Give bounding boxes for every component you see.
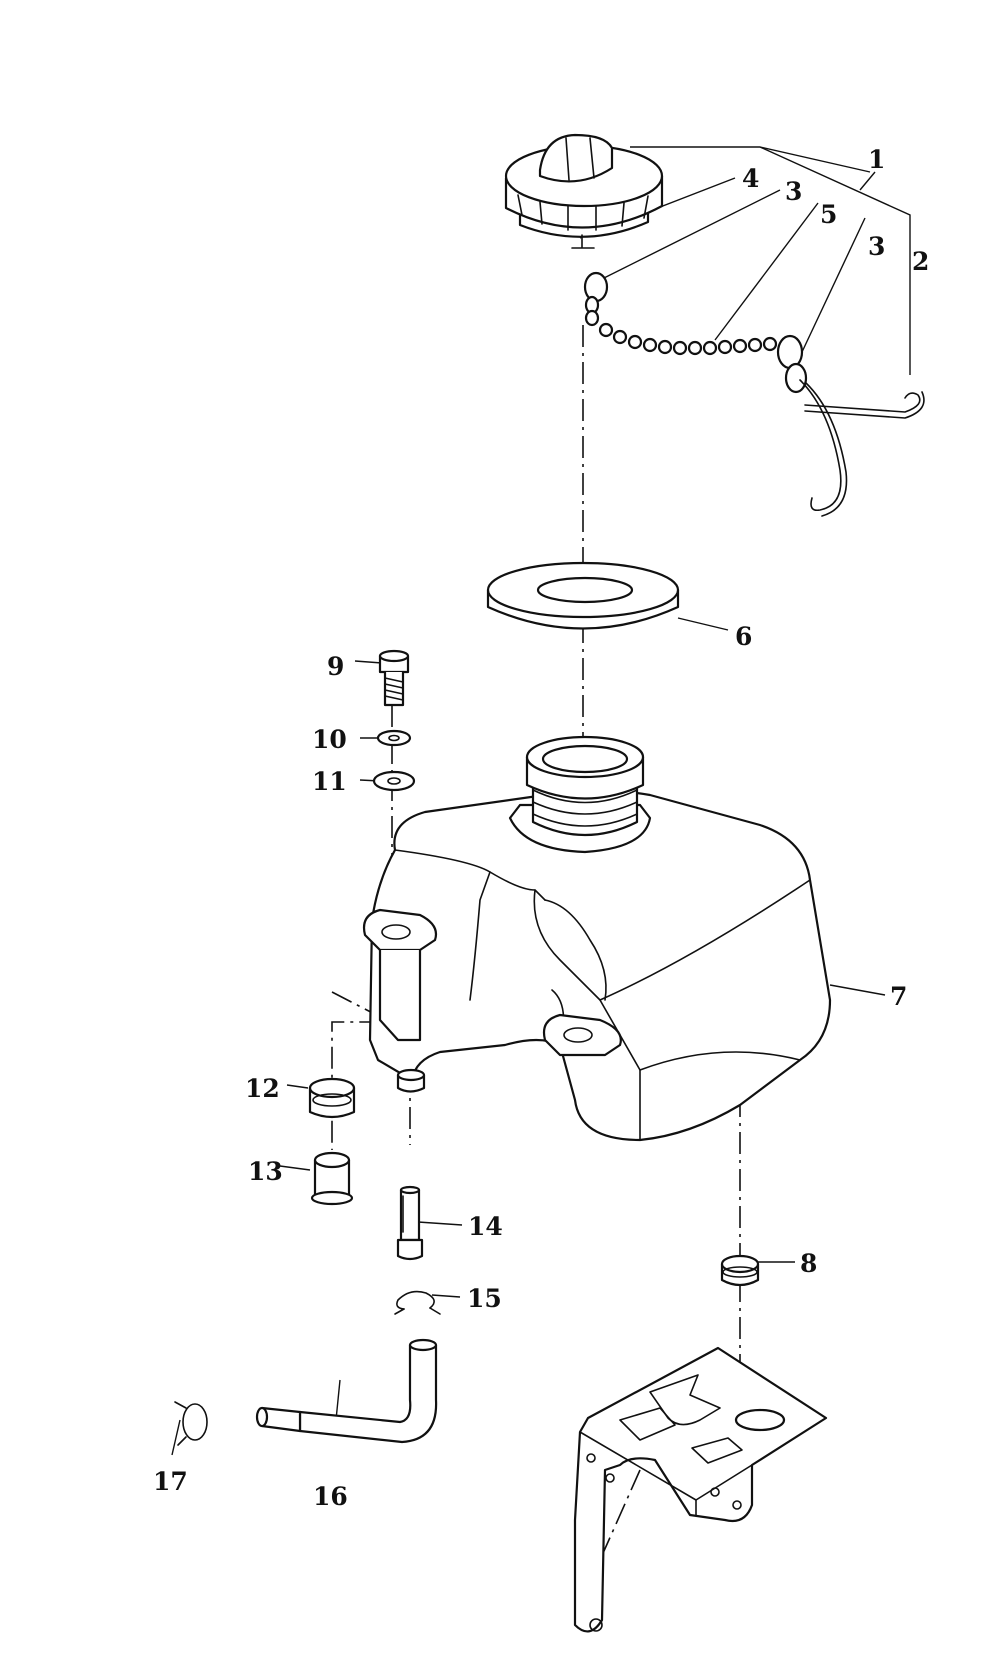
wire-clip bbox=[799, 379, 925, 517]
callout-7: 7 bbox=[890, 982, 907, 1011]
retaining-chain bbox=[583, 271, 808, 394]
callout-8: 8 bbox=[800, 1249, 817, 1278]
callout-14: 14 bbox=[468, 1212, 503, 1241]
callout-10: 10 bbox=[312, 725, 347, 754]
callout-15: 15 bbox=[467, 1284, 502, 1313]
bolt-and-washers bbox=[372, 649, 416, 792]
callout-3-upper: 3 bbox=[785, 177, 802, 206]
fuel-tank bbox=[362, 735, 832, 1142]
callout-2: 2 bbox=[912, 247, 929, 276]
mounting-bracket bbox=[573, 1346, 828, 1633]
callout-13: 13 bbox=[248, 1157, 283, 1186]
callout-17: 17 bbox=[153, 1467, 188, 1496]
callout-5: 5 bbox=[820, 200, 837, 229]
hose-clip-lower bbox=[174, 1401, 208, 1446]
grommet-collar-screw bbox=[308, 1077, 424, 1261]
callout-1: 1 bbox=[868, 145, 885, 174]
callout-9: 9 bbox=[327, 652, 344, 681]
grommet-8 bbox=[720, 1254, 760, 1287]
fuel-hose bbox=[255, 1338, 438, 1444]
callout-16: 16 bbox=[313, 1482, 348, 1511]
callout-3-lower: 3 bbox=[868, 232, 885, 261]
leader-lines bbox=[171, 146, 911, 1456]
callout-12: 12 bbox=[245, 1074, 280, 1103]
filler-gasket bbox=[486, 561, 680, 630]
callout-4: 4 bbox=[742, 164, 759, 193]
hose-clip-upper bbox=[394, 1290, 441, 1315]
callout-11: 11 bbox=[312, 767, 347, 796]
callouts: 1 2 3 3 4 5 6 7 8 9 10 11 12 13 14 15 16… bbox=[153, 145, 929, 1511]
callout-6: 6 bbox=[735, 622, 752, 651]
fuel-cap bbox=[504, 133, 664, 249]
